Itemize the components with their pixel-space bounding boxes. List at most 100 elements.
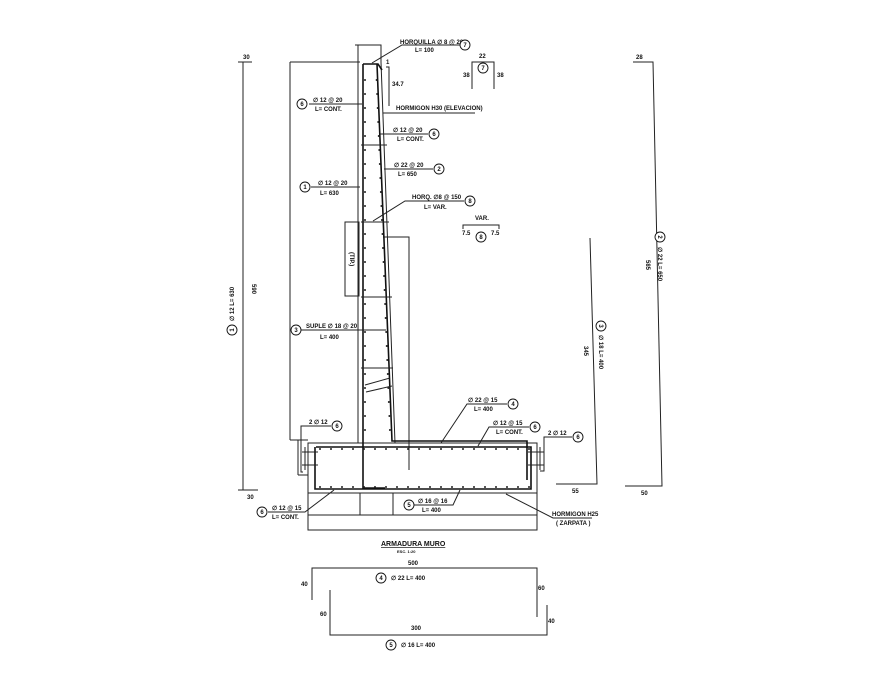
callout-bar6-footing-top: 6 ∅ 12 @ 15 L= CONT.: [477, 420, 541, 447]
bar4-mark-label: 4: [379, 576, 383, 582]
rebar-dot: [375, 79, 378, 81]
rebar-dot: [429, 448, 431, 450]
rebar-dot: [352, 486, 354, 488]
bar4-left-label: 40: [301, 582, 308, 588]
rebar-dot: [396, 486, 398, 488]
bar5-line2-label: L= 400: [422, 508, 442, 514]
bar2-schedule: 28 50 585 2 ∅ 22 L= 650: [625, 55, 666, 497]
bar2-length-label: 585: [644, 260, 650, 271]
rebar-dot: [364, 79, 366, 81]
rebar-dot: [440, 486, 442, 488]
rebar-dot: [376, 93, 379, 95]
rebar-dot: [418, 448, 420, 450]
bar2-top-label: 28: [636, 55, 643, 61]
rebar-dot: [364, 303, 366, 305]
horq8-line1-label: HORQ. ∅8 @ 150: [412, 194, 462, 201]
rebar-dot: [364, 261, 366, 263]
rebar-dot: [385, 345, 388, 347]
callouts-tip-label: (TIP.): [348, 252, 354, 266]
horquilla-mark-label: 7: [463, 43, 467, 49]
bar5-label-label: ∅ 16 L= 400: [401, 642, 436, 649]
rebar-dot: [374, 448, 376, 450]
rebar-dot: [462, 486, 464, 488]
rebar-dot: [364, 107, 366, 109]
bar8-shape-mark-label: 8: [479, 235, 483, 241]
rebar-dot: [495, 448, 497, 450]
rebar-dot: [376, 107, 379, 109]
bar5-shape: 300 60 40 5 ∅ 16 L= 400: [320, 590, 555, 651]
callout-bar6-left: 6 ∅ 12 @ 20 L= CONT.: [296, 97, 362, 113]
rebar-dot: [484, 448, 486, 450]
bar8-shape: VAR. 7.5 7.5 8: [462, 216, 500, 243]
rebar-dot: [364, 247, 366, 249]
bar2-label-label: ∅ 22 L= 650: [656, 247, 663, 282]
rebar-dot: [407, 486, 409, 488]
rebar-dot: [385, 448, 387, 450]
bar8-shape-left-label: 7.5: [462, 231, 471, 237]
bar1-line1-label: ∅ 12 @ 20: [318, 180, 348, 187]
bar6-footing-bottom-mark-label: 6: [260, 510, 264, 516]
bar3-schedule: 55 345 3 ∅ 18 L= 400: [556, 237, 607, 495]
bar3-bottom-label: 55: [572, 489, 579, 495]
bar6-footing-top-mark-label: 6: [533, 425, 537, 431]
rebar-dot: [528, 448, 530, 450]
bar3-line1-label: SUPLE ∅ 18 @ 20: [306, 323, 358, 330]
rebar-dot: [429, 486, 431, 488]
wall-section: (TIP.): [289, 44, 544, 531]
callout-bar6-footing-bottom: 6 ∅ 12 @ 15 L= CONT.: [256, 489, 335, 521]
bar6-footing-top-line2-label: L= CONT.: [496, 430, 523, 436]
horq8-line2-label: L= VAR.: [424, 205, 447, 211]
rebar-dot: [377, 121, 380, 123]
rebar-dot: [473, 448, 475, 450]
bar1-mark-label: 1: [303, 185, 307, 191]
rebar-dot: [380, 219, 383, 221]
rebar-dot: [364, 373, 366, 375]
rebar-dot: [495, 486, 497, 488]
rebar-dot: [364, 93, 366, 95]
callout-bar4: 4 ∅ 22 @ 15 L= 400: [440, 397, 519, 444]
rebar-dot: [387, 401, 390, 403]
rebar-dot: [364, 359, 366, 361]
rebar-dot: [380, 205, 383, 207]
bar4-line2-label: L= 400: [474, 407, 494, 413]
callout-bar6-right: 6 ∅ 12 @ 20 L= CONT.: [380, 127, 440, 143]
rebar-dot: [341, 448, 343, 450]
callouts-dim-34-7-label: 34.7: [392, 82, 404, 88]
rebar-dots: [319, 79, 530, 488]
callout-bar1: 1 ∅ 12 @ 20 L= 630: [299, 180, 360, 197]
rebar-dot: [364, 289, 366, 291]
bar5-mark-label: 5: [389, 643, 393, 649]
bar6-left-mark-label: 6: [300, 102, 304, 108]
rebar-dot: [381, 247, 384, 249]
bar5-mark-label: 5: [407, 503, 411, 509]
callout-bar6-side-right: 6 2 ∅ 12: [540, 430, 584, 472]
callout-horquilla: HORQUILLA ∅ 8 @ 20 L= 100 7: [371, 39, 471, 64]
horq8-mark-label: 8: [468, 199, 472, 205]
callout-concrete-footing: HORMIGON H25 ( ZARPATA ): [505, 493, 599, 527]
bar3-line2-label: L= 400: [320, 335, 340, 341]
rebar-dot: [374, 486, 376, 488]
bar7-shape: 22 7 38 38: [463, 54, 504, 89]
bar7-shape-right-label: 38: [497, 73, 504, 79]
drawing-title: ARMADURA MURO: [381, 541, 446, 548]
rebar-dot: [381, 233, 384, 235]
rebar-dot: [386, 373, 389, 375]
bar1-line2-label: L= 630: [320, 191, 340, 197]
rebar-dot: [364, 121, 366, 123]
rebar-dot: [396, 448, 398, 450]
rebar-dot: [364, 191, 366, 193]
rebar-dot: [363, 486, 365, 488]
rebar-dot: [506, 448, 508, 450]
rebar-dot: [364, 177, 366, 179]
rebar-dot: [407, 448, 409, 450]
bar1-mark-label: 1: [230, 328, 236, 332]
concrete-footing-line2-label: ( ZARPATA ): [556, 521, 590, 527]
bar6-right-line1-label: ∅ 12 @ 20: [393, 127, 423, 134]
rebar-dot: [517, 448, 519, 450]
rebar-dot: [506, 486, 508, 488]
bar7-shape-top-label: 22: [479, 54, 486, 60]
bar4-mark-label: 4: [511, 402, 515, 408]
rebar-dot: [382, 261, 385, 263]
rebar-dot: [528, 486, 530, 488]
